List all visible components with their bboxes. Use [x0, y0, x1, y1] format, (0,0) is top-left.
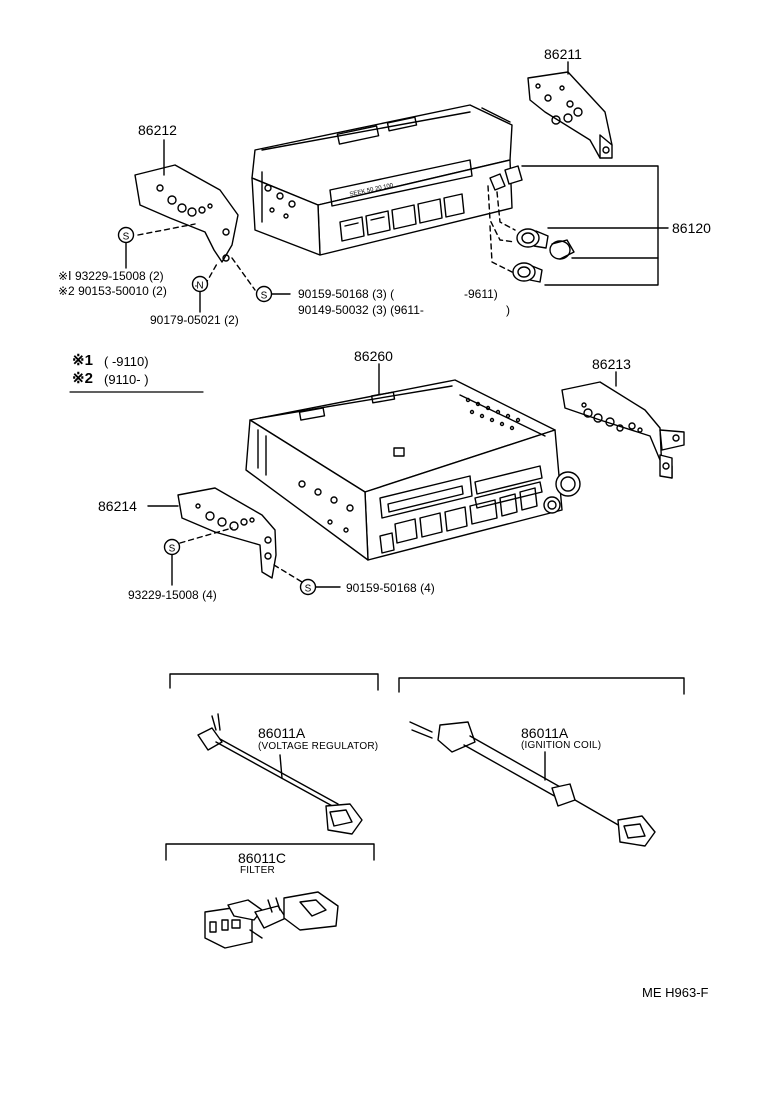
- desc-voltage-regulator: (VOLTAGE REGULATOR): [258, 741, 379, 752]
- bracket-86214: [177, 487, 277, 579]
- ignition-coil-wire: [409, 721, 656, 847]
- diagram-code: ME H963-F: [642, 985, 709, 1000]
- symbol-s-2: S: [255, 285, 273, 303]
- lower-radio-unit: [245, 379, 581, 561]
- voltage-regulator-wire: [197, 713, 363, 835]
- fastener-90153-50010: 90153-50010 (2): [78, 284, 167, 298]
- label-86214: 86214: [98, 498, 137, 514]
- fastener-93229-15008-lower: 93229-15008 (4): [128, 588, 217, 602]
- s-letter: S: [261, 291, 268, 302]
- symbol-s-1: S: [117, 226, 135, 244]
- note-mark-1: ※Ⅰ 93229-15008 (2): [58, 269, 164, 283]
- fastener-note-mark: ※2: [58, 284, 75, 298]
- s-letter: S: [123, 232, 130, 243]
- s-letter: S: [305, 584, 312, 595]
- note-mark-2: ※2 90153-50010 (2): [58, 284, 167, 298]
- fastener-90159-50168-range: -9611): [464, 287, 498, 301]
- note-2-range: (9110- ): [104, 372, 149, 387]
- knobs-86120: [512, 228, 575, 283]
- fastener-90159-50168-upper: 90159-50168 (3) (: [298, 287, 395, 301]
- group-bracket-filter: [165, 843, 375, 861]
- dashed-leaders-upper: [137, 185, 516, 291]
- fastener-90179-05021: 90179-05021 (2): [150, 313, 239, 327]
- label-86011a-ignition-coil: 86011A: [521, 725, 569, 741]
- fastener-note-mark: ※Ⅰ: [58, 269, 72, 283]
- note-1-range: ( -9110): [104, 354, 149, 369]
- n-letter: N: [196, 281, 203, 292]
- label-86260: 86260: [354, 348, 393, 364]
- bracket-86212: [134, 164, 239, 263]
- label-86211: 86211: [544, 46, 582, 62]
- desc-ignition-coil: (IGNITION COIL): [521, 740, 602, 751]
- fastener-90149-50032: 90149-50032 (3) (9611-: [298, 303, 424, 317]
- symbol-n: N: [191, 275, 209, 293]
- label-86120: 86120: [672, 220, 711, 236]
- bracket-86213: [561, 381, 685, 479]
- note-1-mark: ※1: [72, 352, 93, 369]
- symbol-s-3: S: [163, 538, 181, 556]
- s-letter: S: [169, 544, 176, 555]
- label-86011a-voltage-regulator: 86011A: [258, 725, 306, 741]
- group-bracket-right: [398, 677, 685, 695]
- note-2-mark: ※2: [72, 370, 93, 387]
- upper-radio-unit: SEEK 50 20 100: [251, 104, 523, 256]
- desc-filter: FILTER: [240, 865, 275, 876]
- label-86212: 86212: [138, 122, 177, 138]
- leader-86120-bracket: [521, 165, 659, 286]
- fastener-90159-50168-lower: 90159-50168 (4): [346, 581, 435, 595]
- label-86213: 86213: [592, 356, 631, 372]
- fastener-93229-15008-upper: 93229-15008 (2): [74, 269, 164, 283]
- dashed-leaders-lower: [179, 527, 303, 583]
- bracket-86211: [527, 71, 613, 159]
- group-bracket-left: [169, 673, 379, 691]
- filter-assembly: [204, 891, 339, 949]
- label-86011c: 86011C: [238, 850, 287, 866]
- symbol-s-4: S: [299, 578, 317, 596]
- fastener-90149-50032-range: ): [506, 303, 510, 317]
